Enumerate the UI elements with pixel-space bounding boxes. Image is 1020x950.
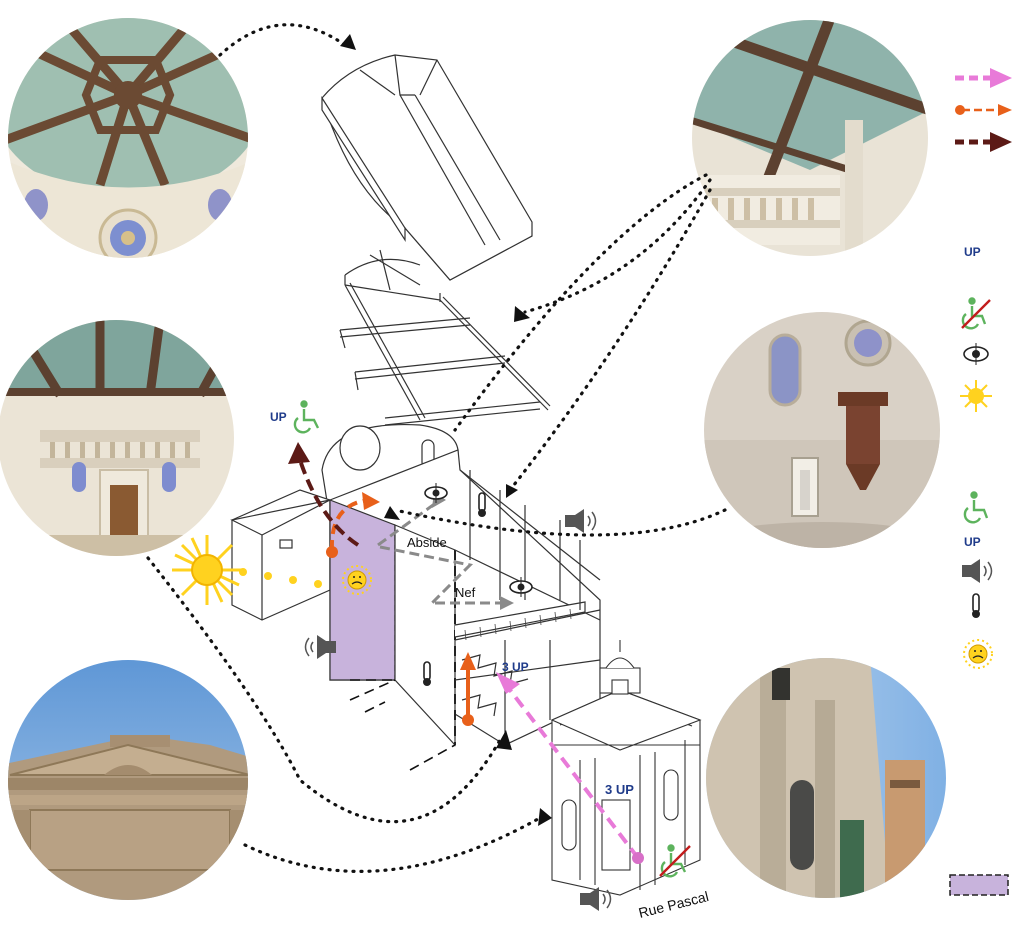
legend-brown-arrow bbox=[955, 132, 1012, 152]
legend-up-2: UP bbox=[964, 535, 981, 549]
legend-sad-sun-icon bbox=[963, 639, 993, 669]
orange-apse-dot bbox=[326, 546, 338, 558]
brown-exit-arrow bbox=[298, 459, 360, 547]
view-arrows bbox=[377, 498, 505, 607]
pink-entry-arrow bbox=[508, 688, 640, 860]
sad-sun-icon bbox=[342, 565, 372, 595]
legend-speaker-icon bbox=[962, 559, 993, 583]
speaker-icon bbox=[580, 887, 612, 911]
photo-dome-ceiling bbox=[8, 18, 248, 258]
photo-roof-beams bbox=[692, 20, 928, 256]
label-nef: Nef bbox=[455, 585, 476, 600]
legend bbox=[949, 68, 1012, 896]
orange-apse-arc bbox=[329, 498, 369, 551]
timber-frame bbox=[339, 249, 551, 426]
pink-arrowhead bbox=[496, 672, 520, 694]
roof-shell bbox=[321, 54, 533, 281]
photo-apse-pulpit bbox=[704, 312, 940, 548]
legend-thermometer-icon bbox=[972, 593, 980, 618]
connector-head-1 bbox=[340, 34, 356, 50]
label-up-top: UP bbox=[270, 410, 287, 424]
eye-icon bbox=[424, 483, 448, 503]
photo-pediment bbox=[8, 660, 248, 900]
thermometer-icon bbox=[423, 661, 431, 686]
photo-nave-interior bbox=[0, 320, 234, 556]
label-street: Rue Pascal bbox=[637, 888, 710, 921]
connector-lines bbox=[146, 23, 727, 873]
legend-no-wheelchair-icon bbox=[961, 297, 991, 330]
view-arrowhead-2 bbox=[500, 596, 514, 610]
orange-arrow-dot bbox=[462, 714, 474, 726]
sun-rays-dots bbox=[239, 568, 322, 588]
connector-head-2 bbox=[514, 306, 530, 322]
legend-up-1: UP bbox=[964, 245, 981, 259]
speaker-icon bbox=[304, 635, 336, 659]
no-wheelchair-icon bbox=[659, 844, 691, 878]
label-abside: Abside bbox=[407, 535, 447, 550]
orange-arrowhead bbox=[460, 652, 476, 670]
wheelchair-icon bbox=[293, 400, 320, 434]
legend-pink-arrow bbox=[955, 68, 1012, 88]
eye-icon bbox=[509, 577, 533, 597]
sun-icon bbox=[172, 535, 242, 605]
connector-head-5 bbox=[496, 730, 512, 750]
facade-drawing bbox=[550, 640, 702, 896]
connector-head-6 bbox=[538, 808, 552, 826]
main-building bbox=[230, 423, 601, 771]
legend-orange-arrow bbox=[955, 104, 1012, 116]
pink-arrow-dot bbox=[632, 852, 644, 864]
connector-head-3 bbox=[506, 484, 518, 498]
connector-head-4 bbox=[384, 506, 400, 520]
label-up-stair: 3 UP bbox=[502, 660, 529, 674]
purple-zone bbox=[329, 499, 396, 681]
legend-sun-icon bbox=[960, 380, 992, 412]
speaker-icon bbox=[565, 509, 597, 533]
legend-wheelchair-icon bbox=[963, 491, 989, 524]
legend-eye-icon bbox=[963, 343, 989, 365]
orange-apse-arrowhead bbox=[362, 492, 380, 510]
brown-arrowhead bbox=[288, 442, 310, 464]
thermometer-icon bbox=[478, 492, 486, 517]
legend-purple-zone bbox=[949, 874, 1009, 896]
photo-facade-street bbox=[706, 658, 946, 898]
label-up-facade: 3 UP bbox=[605, 782, 634, 797]
